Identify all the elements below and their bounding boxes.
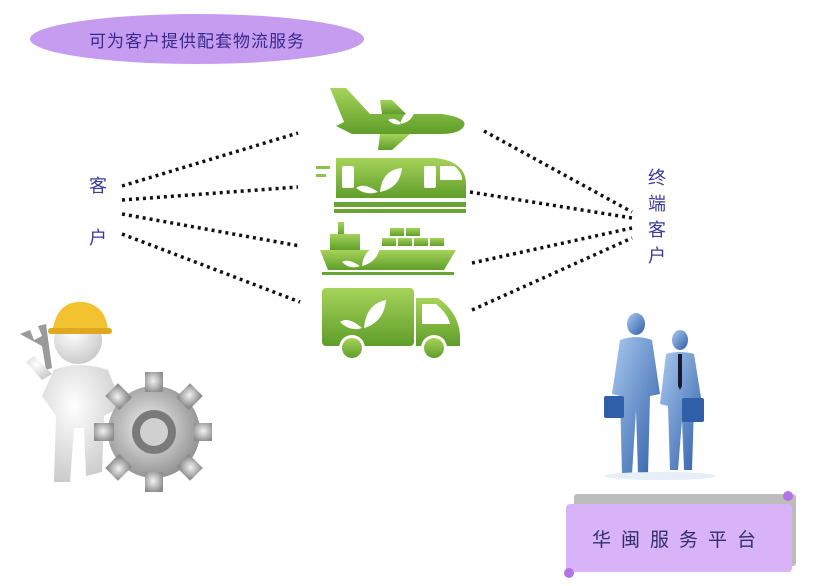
connector-right-train: [469, 190, 633, 220]
connector-left-ship: [121, 212, 301, 248]
title-text: 可为客户提供配套物流服务: [89, 31, 305, 52]
connector-right-ship: [471, 226, 633, 265]
businessmen-handshake-icon: [604, 313, 716, 480]
right-label-char-1: 终: [648, 168, 666, 189]
right-label-char-2: 端: [648, 194, 666, 215]
platform-corner-dot: [783, 491, 793, 501]
train-icon: [316, 158, 466, 213]
right-label-char-3: 客: [648, 220, 666, 241]
left-label-char-2: 户: [89, 228, 107, 249]
connector-right-truck: [471, 236, 633, 312]
connector-left-truck: [121, 232, 301, 304]
cargo-ship-icon: [320, 222, 456, 275]
platform-box: 华闽服务平台: [566, 504, 792, 572]
airplane-icon: [330, 88, 465, 150]
connector-left-plane: [121, 131, 299, 188]
connector-right-plane: [483, 129, 633, 214]
worker-with-gear-icon: [20, 301, 212, 492]
left-label-char-1: 客: [89, 176, 107, 197]
platform-corner-dot: [564, 568, 574, 578]
right-end-customer-label: 终 端 客 户: [648, 166, 666, 270]
delivery-truck-icon: [322, 288, 460, 361]
connector-left-train: [121, 185, 299, 202]
right-label-char-4: 户: [648, 246, 666, 267]
left-customer-label: 客 户: [89, 174, 107, 252]
platform-label: 华闽服务平台: [591, 528, 766, 551]
title-banner: 可为客户提供配套物流服务: [30, 14, 364, 64]
